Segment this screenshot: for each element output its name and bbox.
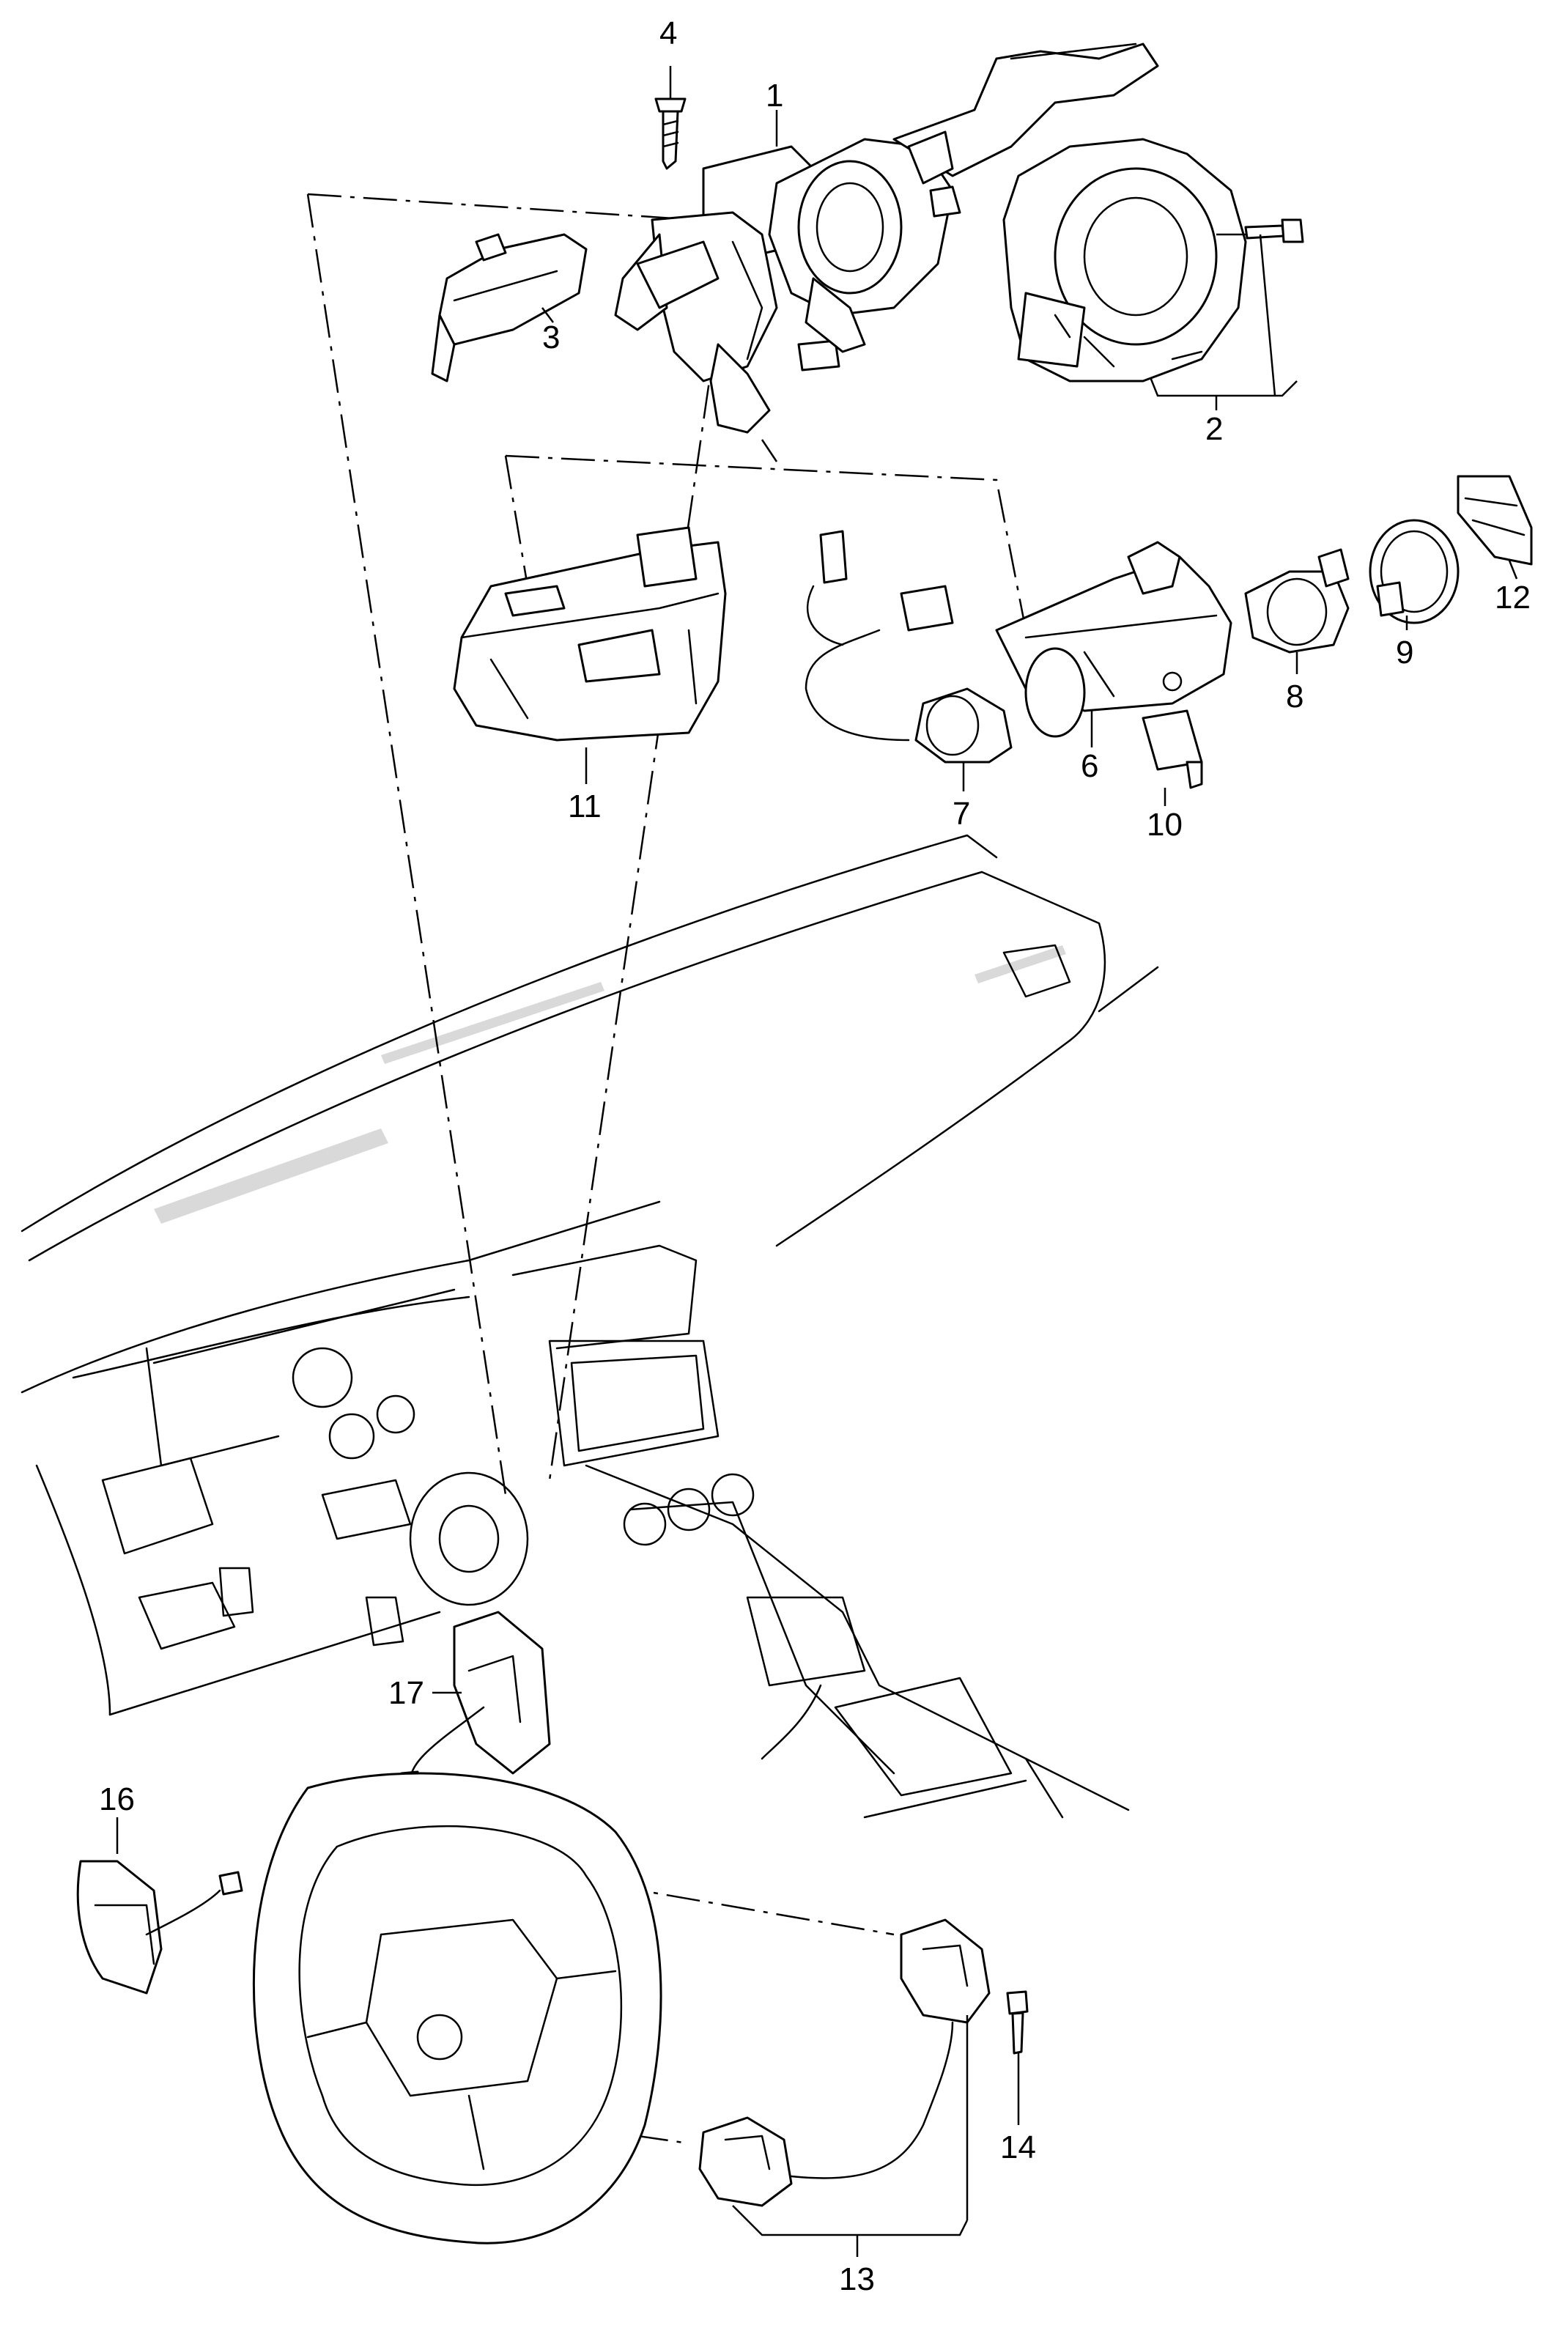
multifunction-button-right-part [900, 1918, 991, 2024]
callout-3: 3 [542, 319, 560, 355]
ring-part [1369, 519, 1460, 624]
callout-8: 8 [1286, 679, 1303, 714]
leader-lines [116, 66, 1518, 2257]
callout-12: 12 [1495, 580, 1531, 616]
lock-cylinder-part [1244, 548, 1350, 654]
callout-9: 9 [1396, 635, 1413, 670]
steering-lock-housing-part [995, 541, 1232, 738]
connector-part [1142, 709, 1203, 789]
clock-spring-part [1002, 138, 1260, 383]
screw-part-14 [1006, 1990, 1029, 2055]
callout-1: 1 [766, 78, 783, 114]
steering-wheel [252, 1772, 662, 2244]
callout-16: 16 [99, 1781, 135, 1817]
bracket-part [431, 233, 588, 383]
callout-17: 17 [388, 1675, 424, 1711]
multifunction-button-left-part [698, 2116, 793, 2207]
clock-spring-screw-part [1244, 218, 1304, 243]
callout-4: 4 [659, 15, 677, 51]
ignition-switch-part [805, 530, 1013, 764]
callout-10: 10 [1147, 807, 1183, 843]
callout-labels: 4 1 3 2 12 9 8 6 11 7 10 17 16 14 13 [99, 15, 1531, 2297]
multifunction-cable [790, 2021, 954, 2179]
assembly-dash-lines [306, 193, 1027, 2145]
callout-13: 13 [839, 2261, 875, 2297]
callout-14: 14 [1000, 2129, 1036, 2165]
button-module-part-16 [76, 1860, 243, 1995]
screw-part [654, 97, 687, 170]
combination-switch-part [614, 43, 1159, 434]
callout-11: 11 [568, 788, 602, 824]
dashboard [21, 834, 1159, 1819]
plate-part [1457, 475, 1533, 566]
callout-6: 6 [1081, 748, 1098, 784]
control-unit-part [453, 526, 727, 742]
callout-2: 2 [1205, 411, 1223, 447]
callout-7: 7 [953, 796, 970, 832]
